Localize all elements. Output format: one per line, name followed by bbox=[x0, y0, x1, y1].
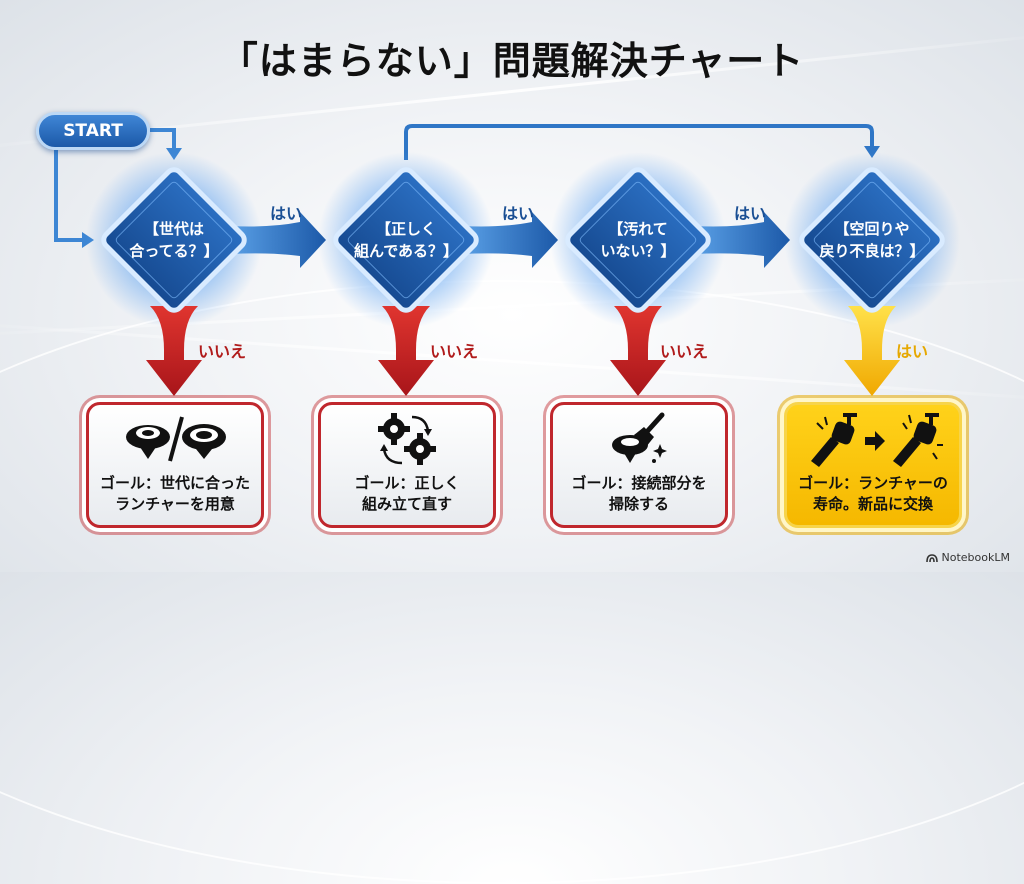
decision-text: いない？】 bbox=[600, 242, 676, 260]
decision-text: 【正しく bbox=[375, 220, 436, 238]
decision-text: 【世代は bbox=[143, 220, 204, 238]
goal-text: ゴール：世代に合った bbox=[99, 474, 250, 492]
edge-label-no: いいえ bbox=[430, 342, 479, 361]
decision-generation[interactable]: 【世代は 合ってる？】 bbox=[104, 218, 244, 262]
decision-text: 合ってる？】 bbox=[129, 242, 219, 260]
goal-text: ゴール：ランチャーの bbox=[798, 474, 948, 492]
edge-label-yes: はい bbox=[734, 204, 767, 223]
edge-label-yes: はい bbox=[896, 342, 929, 361]
goal-text: ランチャーを用意 bbox=[115, 495, 235, 513]
decision-diamond bbox=[101, 167, 247, 313]
goal-text: ゴール：正しく bbox=[354, 474, 460, 492]
goal-text: 掃除する bbox=[608, 495, 669, 513]
brand-text: NotebookLM bbox=[941, 551, 1010, 564]
goal-card-assembly[interactable]: ゴール：正しく 組み立て直す bbox=[318, 402, 496, 528]
decision-assembly[interactable]: 【正しく 組んである？】 bbox=[336, 218, 476, 262]
decision-slip[interactable]: 【空回りや 戻り不良は？】 bbox=[802, 218, 942, 262]
decision-dirt[interactable]: 【汚れて いない？】 bbox=[568, 218, 708, 262]
goal-card-cleaning[interactable]: ゴール：接続部分を 掃除する bbox=[550, 402, 728, 528]
decision-text: 戻り不良は？】 bbox=[819, 242, 925, 260]
brand-watermark: NotebookLM bbox=[925, 551, 1010, 564]
decision-text: 組んである？】 bbox=[353, 242, 459, 260]
notebooklm-logo-icon bbox=[925, 553, 938, 562]
edge-label-yes: はい bbox=[502, 204, 535, 223]
edge-label-yes: はい bbox=[270, 204, 303, 223]
flow-connectors bbox=[54, 124, 960, 396]
goal-text: ゴール：接続部分を bbox=[571, 474, 707, 492]
goal-card-replace[interactable]: ゴール：ランチャーの 寿命。新品に交換 bbox=[784, 402, 962, 528]
goal-card-generation[interactable]: ゴール：世代に合った ランチャーを用意 bbox=[86, 402, 264, 528]
launcher-replace-icon bbox=[787, 405, 959, 473]
decision-text: 【汚れて bbox=[608, 220, 668, 238]
decision-text: 【空回りや bbox=[834, 220, 910, 238]
edge-label-no: いいえ bbox=[660, 342, 709, 361]
edge-label-no: いいえ bbox=[198, 342, 247, 361]
start-node[interactable]: START bbox=[36, 112, 150, 150]
cleaning-brush-icon bbox=[553, 405, 725, 473]
gears-reassemble-icon bbox=[321, 405, 493, 473]
goal-text: 組み立て直す bbox=[361, 495, 452, 513]
beyblade-generations-icon bbox=[89, 405, 261, 473]
page-title: 「はまらない」問題解決チャート bbox=[219, 39, 805, 83]
goal-text: 寿命。新品に交換 bbox=[812, 495, 933, 513]
